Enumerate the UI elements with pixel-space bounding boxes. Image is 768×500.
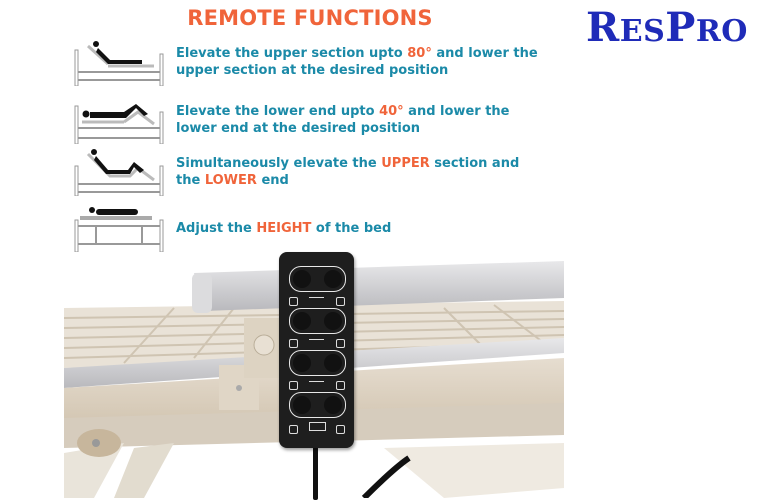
remote-button-pair-upper <box>289 266 346 292</box>
upper-down-button <box>324 270 342 288</box>
height-up-button <box>293 396 311 414</box>
function-row-lower: Elevate the lower end upto 40° and lower… <box>74 96 546 144</box>
page-title: REMOTE FUNCTIONS <box>187 6 433 30</box>
height-down-button <box>324 396 342 414</box>
lower-down-button <box>324 312 342 330</box>
function-row-both: Simultaneously elevate the UPPER section… <box>74 148 546 196</box>
remote-indicator <box>336 297 345 306</box>
both-down-button <box>324 354 342 372</box>
lower-section-glyph-icon <box>309 334 324 340</box>
remote-indicator <box>289 297 298 306</box>
upper-up-button <box>293 270 311 288</box>
remote-indicator <box>289 381 298 390</box>
bed-lower-end-raised-icon <box>74 104 164 144</box>
function-text: Adjust the HEIGHT of the bed <box>176 220 392 236</box>
both-up-button <box>293 354 311 372</box>
height-glyph-icon <box>309 422 326 431</box>
remote-button-pair-height <box>289 392 346 418</box>
remote-indicator <box>336 381 345 390</box>
bed-both-sections-raised-icon <box>74 149 164 196</box>
function-row-height: Adjust the HEIGHT of the bed <box>74 204 546 252</box>
lower-up-button <box>293 312 311 330</box>
function-row-upper: Elevate the upper section upto 80° and l… <box>74 38 546 86</box>
respro-logo: RESPRO <box>586 4 748 51</box>
remote-button-pair-lower <box>289 308 346 334</box>
remote-indicator <box>336 425 345 434</box>
remote-button-pair-both <box>289 350 346 376</box>
hand-remote <box>279 252 354 448</box>
both-sections-glyph-icon <box>309 376 324 382</box>
bed-upper-section-raised-icon <box>74 41 164 86</box>
function-text: Elevate the upper section upto 80° and l… <box>176 46 538 78</box>
remote-indicator <box>289 339 298 348</box>
function-text: Elevate the lower end upto 40° and lower… <box>176 104 510 136</box>
upper-section-glyph-icon <box>309 292 324 298</box>
remote-indicator <box>336 339 345 348</box>
remote-indicator <box>289 425 298 434</box>
remote-cord <box>313 446 318 500</box>
bed-height-adjust-icon <box>74 207 164 252</box>
function-text: Simultaneously elevate the UPPER section… <box>176 156 520 188</box>
